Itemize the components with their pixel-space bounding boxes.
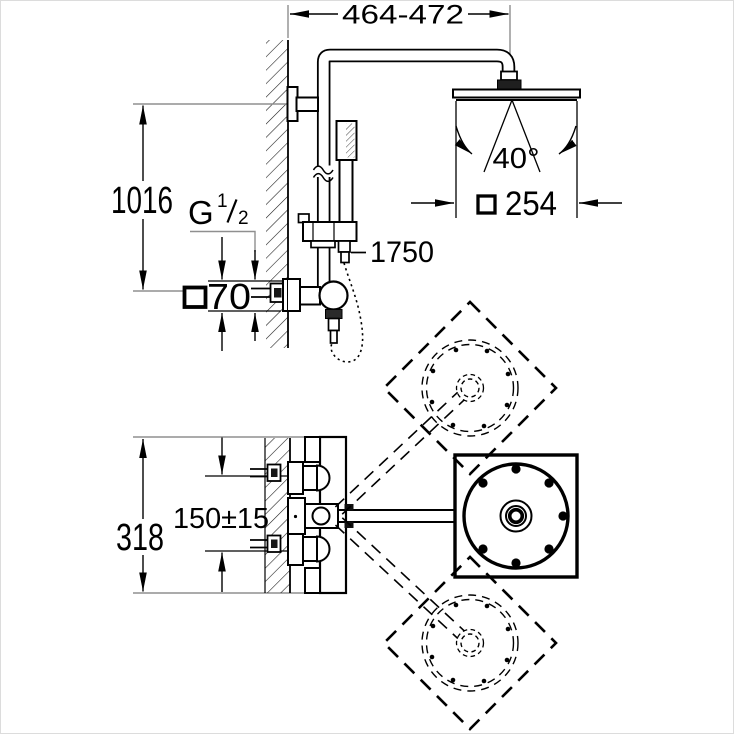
thread-numerator: 1: [217, 191, 228, 212]
top-width-value: 464-472: [342, 0, 464, 30]
hose-length-label: 1750: [351, 236, 434, 269]
dim-supply-spacing: 150±15: [173, 437, 269, 592]
pipe-break-symbol: [312, 165, 334, 183]
thermostat-valve-side: [282, 278, 349, 344]
union-nut-cap: [316, 535, 331, 563]
thermostat-valve-plan: [287, 435, 348, 595]
square-symbol: [476, 194, 497, 215]
shower-head-side: [452, 70, 581, 218]
hose-nipple: [340, 251, 350, 264]
fraction-slash: [226, 199, 238, 223]
thread-size-label: G 1 2: [188, 191, 259, 341]
body-height-value: 318: [116, 517, 164, 559]
hose-length-value: 1750: [370, 236, 434, 269]
thread-denominator: 2: [238, 208, 249, 229]
slider-bracket: [302, 221, 358, 242]
supply-connection-side: [251, 282, 285, 303]
dim-head-width: 254: [411, 185, 622, 223]
thread-letter: G: [188, 194, 214, 231]
dim-wall-height: 1016: [111, 105, 173, 290]
plan-view: 318 150±15: [116, 300, 579, 731]
shower-head-plan: [453, 453, 579, 579]
hand-shower: [297, 120, 358, 264]
riser-pipe-and-arm: [312, 48, 516, 292]
diverter-knob: [318, 280, 349, 311]
head-position-upper-dashed: [334, 300, 558, 515]
dim-escutcheon-size: 70: [182, 237, 284, 351]
head-position-lower-dashed: [334, 517, 558, 731]
union-nut-cap: [316, 464, 331, 492]
escutcheon-size-value: 70: [207, 276, 251, 317]
spray-angle-annotation: 40°: [454, 99, 577, 175]
spray-angle-label: 40°: [493, 143, 540, 175]
grip-texture: [346, 123, 355, 158]
nozzle-dots: [478, 464, 568, 568]
shower-hose: [330, 262, 364, 363]
side-view: 40° 254 464-472 1016 G 1 2: [111, 0, 622, 363]
wall-bracket: [286, 86, 319, 122]
nozzle-dots-dashed: [429, 347, 511, 429]
dim-body-height: 318: [116, 439, 164, 592]
head-width-value: 254: [505, 185, 557, 223]
wall-height-value: 1016: [111, 180, 173, 222]
nozzle-dots-dashed: [429, 602, 511, 684]
supply-connections-plan: [250, 463, 282, 553]
dim-top-width: 464-472: [290, 0, 509, 30]
supply-spacing-value: 150±15: [173, 503, 269, 535]
square-symbol: [182, 285, 208, 309]
